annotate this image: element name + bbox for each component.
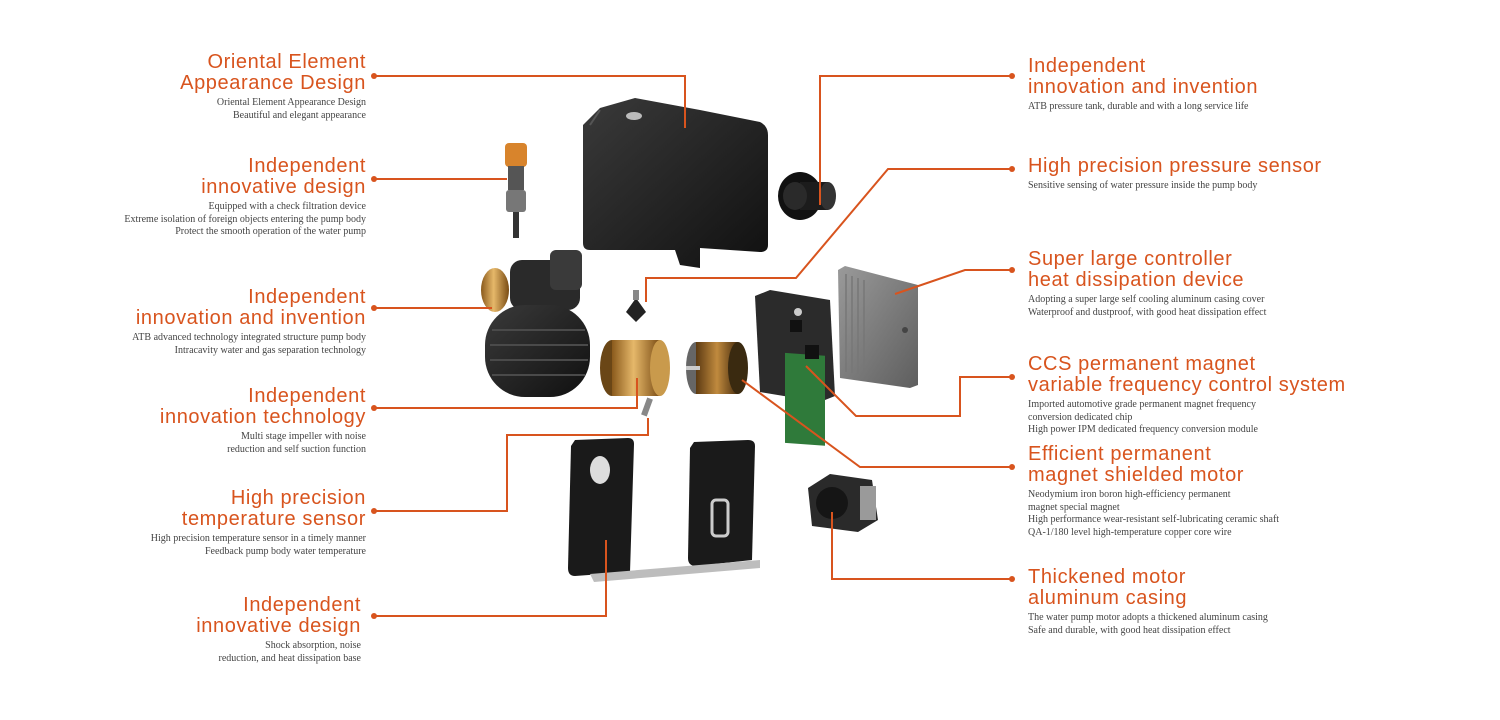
callout-impeller: Independent innovation technology Multi … (160, 386, 366, 456)
callout-title: Independent innovation and invention (135, 286, 366, 329)
callout-control-system: CCS permanent magnet variable frequency … (1028, 354, 1346, 437)
pump-body-part (481, 250, 590, 397)
callout-description: Shock absorption, noise reduction, and h… (218, 640, 361, 664)
callout-check-filtration: Independent innovative design Equipped w… (124, 156, 366, 239)
leader-line-cooling-cover (894, 269, 1012, 295)
pressure-tank-part (778, 172, 836, 220)
callout-pump-body: Independent innovation and invention ATB… (132, 287, 366, 357)
pressure-sensor-part (626, 290, 646, 322)
aluminum-cover-part (838, 266, 918, 388)
callout-description: Multi stage impeller with noise reductio… (227, 431, 366, 455)
callout-description: Imported automotive grade permanent magn… (1028, 399, 1258, 436)
base-part (568, 438, 760, 582)
callout-title: High precision pressure sensor (1028, 155, 1322, 177)
leader-line-motor-casing (831, 512, 1012, 580)
callout-title: Independent innovation technology (159, 385, 366, 428)
leader-lines (374, 75, 1012, 617)
leader-dots (371, 73, 1015, 619)
leader-line-cover (374, 75, 686, 128)
callout-pressure-sensor: High precision pressure sensor Sensitive… (1028, 156, 1322, 193)
leader-line-controller (805, 365, 1012, 417)
temperature-sensor-part (641, 397, 653, 417)
callout-description: Neodymium iron boron high-efficiency per… (1028, 489, 1280, 538)
callout-temperature-sensor: High precision temperature sensor High p… (151, 488, 366, 558)
callout-motor: Efficient permanent magnet shielded moto… (1028, 444, 1279, 539)
callout-description: ATB advanced technology integrated struc… (132, 332, 366, 356)
leader-line-pressure-sensor (645, 168, 1012, 302)
controller-part (755, 290, 835, 446)
leader-line-pressure-tank (819, 75, 1012, 205)
leader-line-temperature-sensor (374, 418, 649, 512)
callout-title: CCS permanent magnet variable frequency … (1028, 353, 1346, 396)
callout-title: Super large controller heat dissipation … (1028, 248, 1245, 291)
callout-cooling-cover: Super large controller heat dissipation … (1028, 249, 1266, 319)
callout-title: Oriental Element Appearance Design (180, 51, 366, 94)
impeller-part (600, 340, 670, 396)
callout-description: High precision temperature sensor in a t… (150, 533, 366, 557)
callout-description: ATB pressure tank, durable and with a lo… (1028, 101, 1249, 112)
callout-title: Independent innovative design (201, 155, 366, 198)
callout-title: Independent innovation and invention (1028, 55, 1259, 98)
motor-casing-part (808, 474, 878, 532)
callout-title: Efficient permanent magnet shielded moto… (1028, 443, 1245, 486)
callout-base: Independent innovative design Shock abso… (196, 595, 361, 665)
leader-line-motor (741, 379, 1012, 468)
callout-description: Oriental Element Appearance Design Beaut… (216, 97, 366, 121)
leader-line-base (374, 540, 607, 617)
callout-motor-casing: Thickened motor aluminum casing The wate… (1028, 567, 1268, 637)
callout-description: Equipped with a check filtration device … (124, 201, 366, 238)
callout-pressure-tank: Independent innovation and invention ATB… (1028, 56, 1258, 114)
callout-description: The water pump motor adopts a thickened … (1028, 612, 1268, 636)
callout-description: Adopting a super large self cooling alum… (1028, 294, 1267, 318)
motor-part (686, 342, 748, 394)
callout-title: High precision temperature sensor (181, 487, 366, 530)
check-valve-part (505, 143, 527, 238)
leader-line-impeller (374, 378, 638, 409)
callout-appearance-design: Oriental Element Appearance Design Orien… (180, 52, 366, 122)
top-cover-part (583, 98, 768, 268)
callout-description: Sensitive sensing of water pressure insi… (1028, 180, 1258, 191)
callout-title: Independent innovative design (196, 594, 361, 637)
callout-title: Thickened motor aluminum casing (1028, 566, 1188, 609)
